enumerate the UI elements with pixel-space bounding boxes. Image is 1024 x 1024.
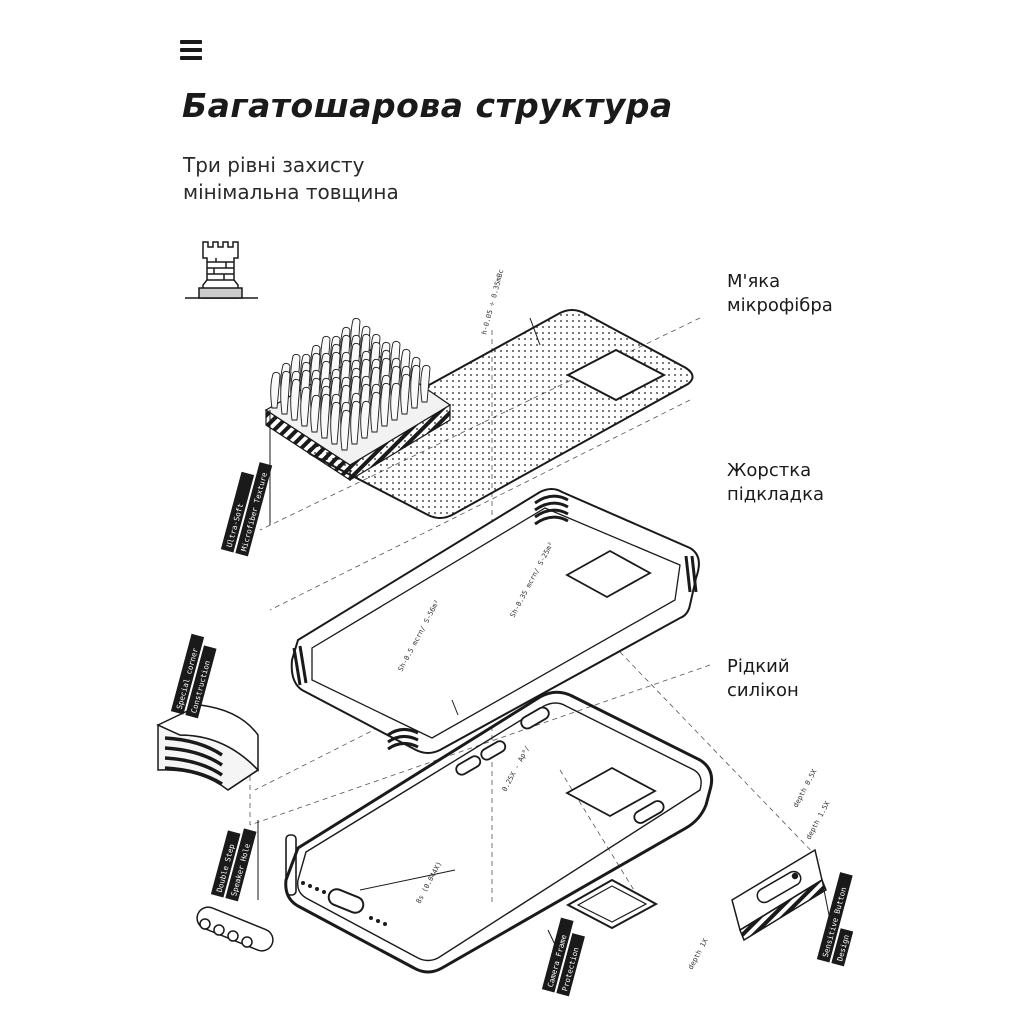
hard-plate-layer: [290, 488, 700, 754]
hard-plate-ribs: [292, 494, 698, 751]
callout-speaker: Double Step Speaker Hole: [210, 828, 257, 902]
silicone-frame-layer: [284, 690, 714, 974]
note-silicone: 0.25X - Ap⁶/: [501, 745, 532, 793]
callout-corner: Special corner Construction: [170, 633, 217, 719]
callout-camera: Camera Frame Protection: [541, 917, 585, 997]
microfiber-strand: [330, 401, 341, 445]
page-title: Багатошарова структура: [182, 86, 673, 125]
layer-label-hard-plate: Жорстка підкладка: [727, 459, 824, 507]
layer-label-silicone: Рідкий силікон: [727, 655, 799, 703]
microfiber-strand: [320, 393, 331, 439]
camera-frame-detail: [565, 878, 659, 930]
microfiber-strand: [380, 382, 391, 427]
microfiber-layer: [307, 309, 694, 519]
microfiber-strand: [420, 364, 431, 403]
layer-label-line: мікрофібра: [727, 295, 833, 316]
note-depth-15: depth 1.5X: [805, 799, 832, 841]
layer-label-line: Рідкий: [727, 656, 790, 677]
layer-label-line: підкладка: [727, 484, 824, 505]
microfiber-strand: [280, 370, 291, 415]
layer-label-line: М'яка: [727, 271, 781, 292]
microfiber-strand: [390, 382, 401, 421]
note-microfiber-thickness: h-0.05 ÷ 0.35mBc: [480, 268, 505, 335]
page-subtitle: Три рівні захисту мінімальна товщина: [183, 152, 399, 206]
layer-label-line: Жорстка: [727, 460, 812, 481]
microfiber-strand: [290, 378, 301, 421]
microfiber-strand: [340, 409, 351, 451]
callout-microfiber: Ultra-Soft Microfiber Texture: [220, 462, 273, 557]
layer-label-microfiber: М'яка мікрофібра: [727, 270, 833, 318]
note-depth-1: depth 1X: [687, 937, 710, 971]
note-frame: 8s (0.044X): [415, 860, 444, 905]
microfiber-fibers: [270, 317, 431, 451]
microfiber-strand: [400, 373, 411, 415]
layer-label-line: силікон: [727, 680, 799, 701]
microfiber-strand: [270, 371, 281, 409]
microfiber-strand: [310, 394, 321, 433]
microfiber-strand: [410, 364, 421, 409]
microfiber-strand: [300, 386, 311, 427]
speaker-hole-detail: [196, 906, 274, 952]
microfiber-strand: [370, 391, 381, 433]
hamburger-menu-icon[interactable]: [180, 40, 204, 62]
subtitle-line-2: мінімальна товщина: [183, 180, 399, 204]
speaker-holes: [301, 881, 387, 926]
note-depth-05: depth 0.5X: [792, 767, 819, 809]
tower-icon: [185, 241, 258, 299]
subtitle-line-1: Три рівні захисту: [183, 153, 365, 177]
corner-construction-detail: [156, 704, 260, 791]
microfiber-strand: [360, 400, 371, 439]
button-detail: [731, 848, 827, 942]
microfiber-strand: [350, 400, 361, 445]
